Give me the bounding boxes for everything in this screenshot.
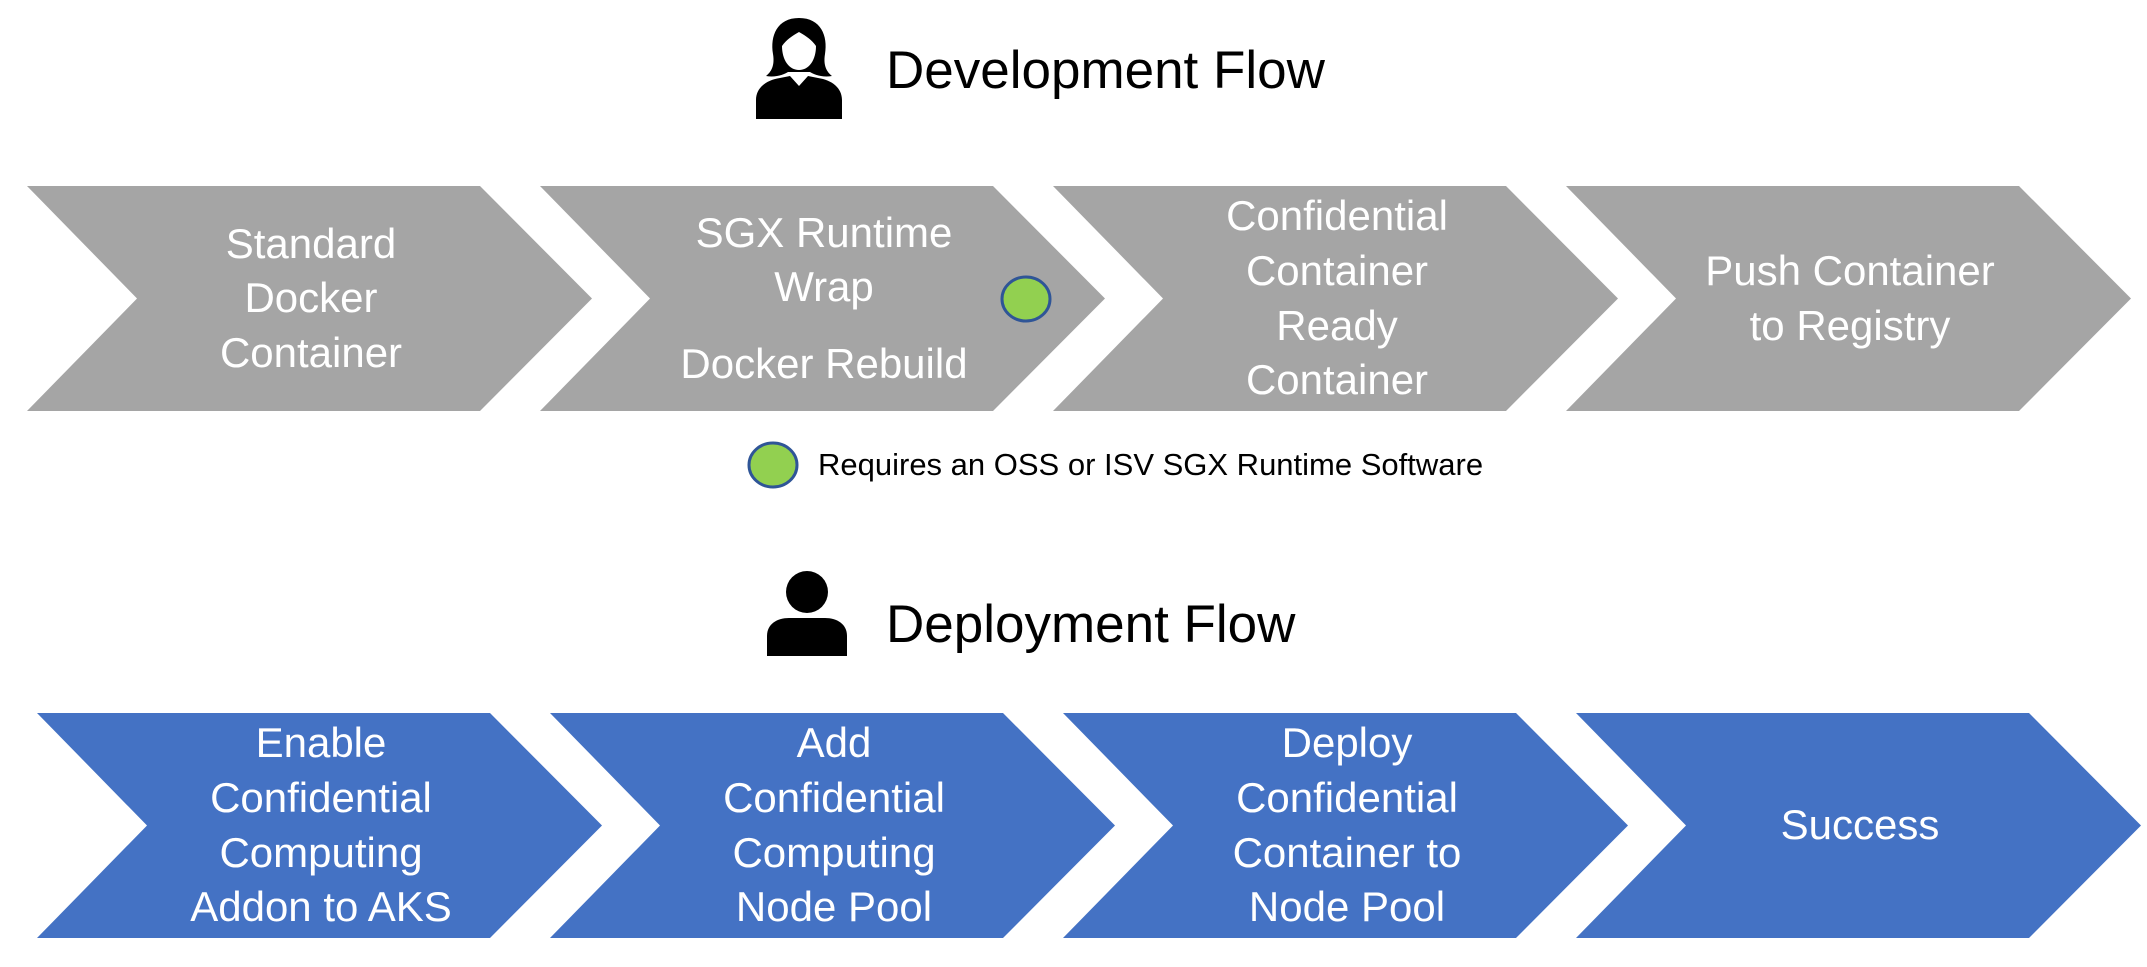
development-step-3-label: Confidential Container Ready Container — [1128, 186, 1546, 411]
deployment-step-4-text-1: Success — [1780, 801, 1940, 849]
development-step-2-text-2: Docker Rebuild — [680, 339, 968, 387]
deployment-step-3: Deploy Confidential Container to Node Po… — [1063, 713, 1628, 938]
deployer-icon — [767, 570, 847, 661]
deployment-step-3-label: Deploy Confidential Container to Node Po… — [1138, 713, 1556, 938]
deployment-flow-title: Deployment Flow — [886, 595, 1296, 654]
deployment-step-2-chevron-shape — [550, 713, 1115, 938]
sgx-runtime-marker-icon — [1000, 275, 1052, 323]
deployment-step-2-label: Add Confidential Computing Node Pool — [625, 713, 1043, 938]
deployment-step-2-text-1: Add Confidential Computing Node Pool — [723, 719, 945, 931]
development-step-1: Standard Docker Container — [27, 186, 592, 411]
deployment-step-1-chevron-shape — [37, 713, 602, 938]
development-step-4: Push Container to Registry — [1566, 186, 2131, 411]
deployment-step-4-label: Success — [1651, 713, 2069, 938]
development-step-4-text-1: Push Container to Registry — [1705, 246, 1995, 349]
deployment-step-1-text-1: Enable Confidential Computing Addon to A… — [190, 719, 452, 931]
development-step-3-chevron-shape — [1053, 186, 1618, 411]
deployment-step-2: Add Confidential Computing Node Pool — [550, 713, 1115, 938]
deployment-step-4-chevron-shape — [1576, 713, 2141, 938]
sgx-runtime-legend-text: Requires an OSS or ISV SGX Runtime Softw… — [818, 447, 1484, 482]
deployment-step-3-text-1: Deploy Confidential Container to Node Po… — [1232, 719, 1462, 931]
developer-icon — [752, 14, 847, 124]
development-step-1-chevron-shape — [27, 186, 592, 411]
development-step-1-text-1: Standard Docker Container — [219, 219, 403, 376]
development-step-3: Confidential Container Ready Container — [1053, 186, 1618, 411]
deployment-step-3-chevron-shape — [1063, 713, 1628, 938]
development-step-3-text-1: Confidential Container Ready Container — [1226, 192, 1448, 404]
development-step-4-chevron-shape — [1566, 186, 2131, 411]
development-step-4-label: Push Container to Registry — [1641, 186, 2059, 411]
deployment-step-1-label: Enable Confidential Computing Addon to A… — [112, 713, 530, 938]
development-step-2-text-1: SGX Runtime Wrap — [695, 208, 953, 311]
development-step-1-label: Standard Docker Container — [102, 186, 520, 411]
deployment-step-4: Success — [1576, 713, 2141, 938]
sgx-runtime-marker-legend — [747, 441, 799, 494]
deployment-step-1: Enable Confidential Computing Addon to A… — [37, 713, 602, 938]
development-flow-title: Development Flow — [886, 41, 1325, 100]
development-step-2-chevron-shape — [540, 186, 1105, 411]
